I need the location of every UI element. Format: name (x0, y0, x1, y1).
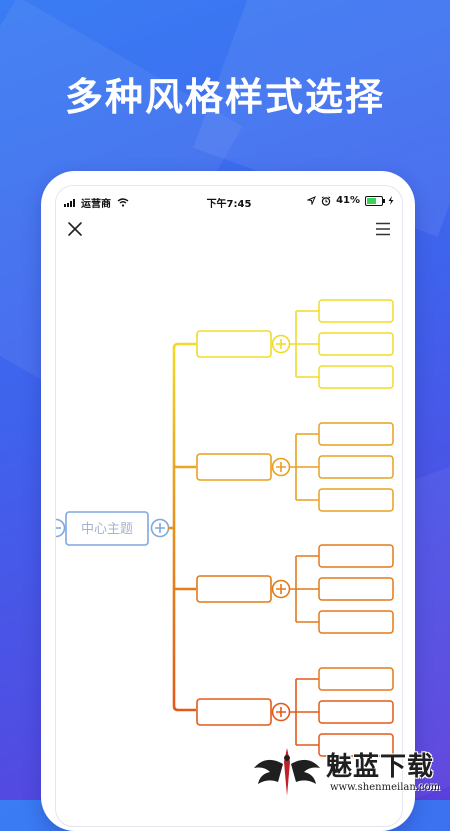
hamburger-menu-icon[interactable] (374, 220, 392, 238)
subtopic-node[interactable] (318, 455, 394, 479)
branch-connector (289, 433, 319, 501)
subtopic-node[interactable] (318, 488, 394, 512)
charging-icon (388, 196, 394, 205)
branch-connector (289, 310, 319, 378)
branch-3 (196, 544, 394, 634)
branch-4 (196, 667, 394, 757)
branch-expand-toggle[interactable] (271, 457, 291, 477)
wifi-icon (117, 198, 129, 207)
app-screen: 运营商 下午7:45 41% (55, 185, 403, 827)
subtopic-node[interactable] (318, 700, 394, 724)
subtopic-node[interactable] (318, 365, 394, 389)
phone-frame: 运营商 下午7:45 41% (41, 171, 415, 831)
branch-expand-toggle[interactable] (271, 334, 291, 354)
branch-topic-node[interactable] (196, 698, 272, 726)
alarm-icon (321, 195, 331, 206)
status-bar: 运营商 下午7:45 41% (56, 186, 402, 216)
branch-expand-toggle[interactable] (271, 702, 291, 722)
subtopic-node[interactable] (318, 544, 394, 568)
subtopic-node[interactable] (318, 299, 394, 323)
branch-topic-node[interactable] (196, 453, 272, 481)
subtopic-node[interactable] (318, 422, 394, 446)
collapse-toggle-left[interactable] (56, 518, 66, 538)
subtopic-node[interactable] (318, 667, 394, 691)
promo-headline: 多种风格样式选择 (64, 75, 385, 119)
branch-connector (289, 555, 319, 623)
branch-topic-node[interactable] (196, 575, 272, 603)
root-topic-node[interactable]: 中心主题 (65, 511, 149, 546)
branch-topic-node[interactable] (196, 330, 272, 358)
mind-map-canvas[interactable]: 中心主题 (56, 186, 402, 826)
root-topic-label: 中心主题 (81, 522, 133, 537)
branch-1 (196, 299, 394, 389)
branch-connector (289, 678, 319, 746)
subtopic-node[interactable] (318, 733, 394, 757)
trunk-connector (168, 342, 196, 712)
battery-percent: 41% (336, 195, 360, 206)
location-icon (307, 196, 317, 205)
root-expand-toggle[interactable] (150, 518, 170, 538)
carrier-name: 运营商 (81, 199, 111, 210)
subtopic-node[interactable] (318, 610, 394, 634)
signal-icon (64, 198, 75, 207)
battery-icon (365, 195, 385, 206)
branch-2 (196, 422, 394, 512)
branch-expand-toggle[interactable] (271, 579, 291, 599)
subtopic-node[interactable] (318, 332, 394, 356)
subtopic-node[interactable] (318, 577, 394, 601)
clock: 下午7:45 (206, 199, 252, 210)
close-icon[interactable] (66, 220, 84, 238)
